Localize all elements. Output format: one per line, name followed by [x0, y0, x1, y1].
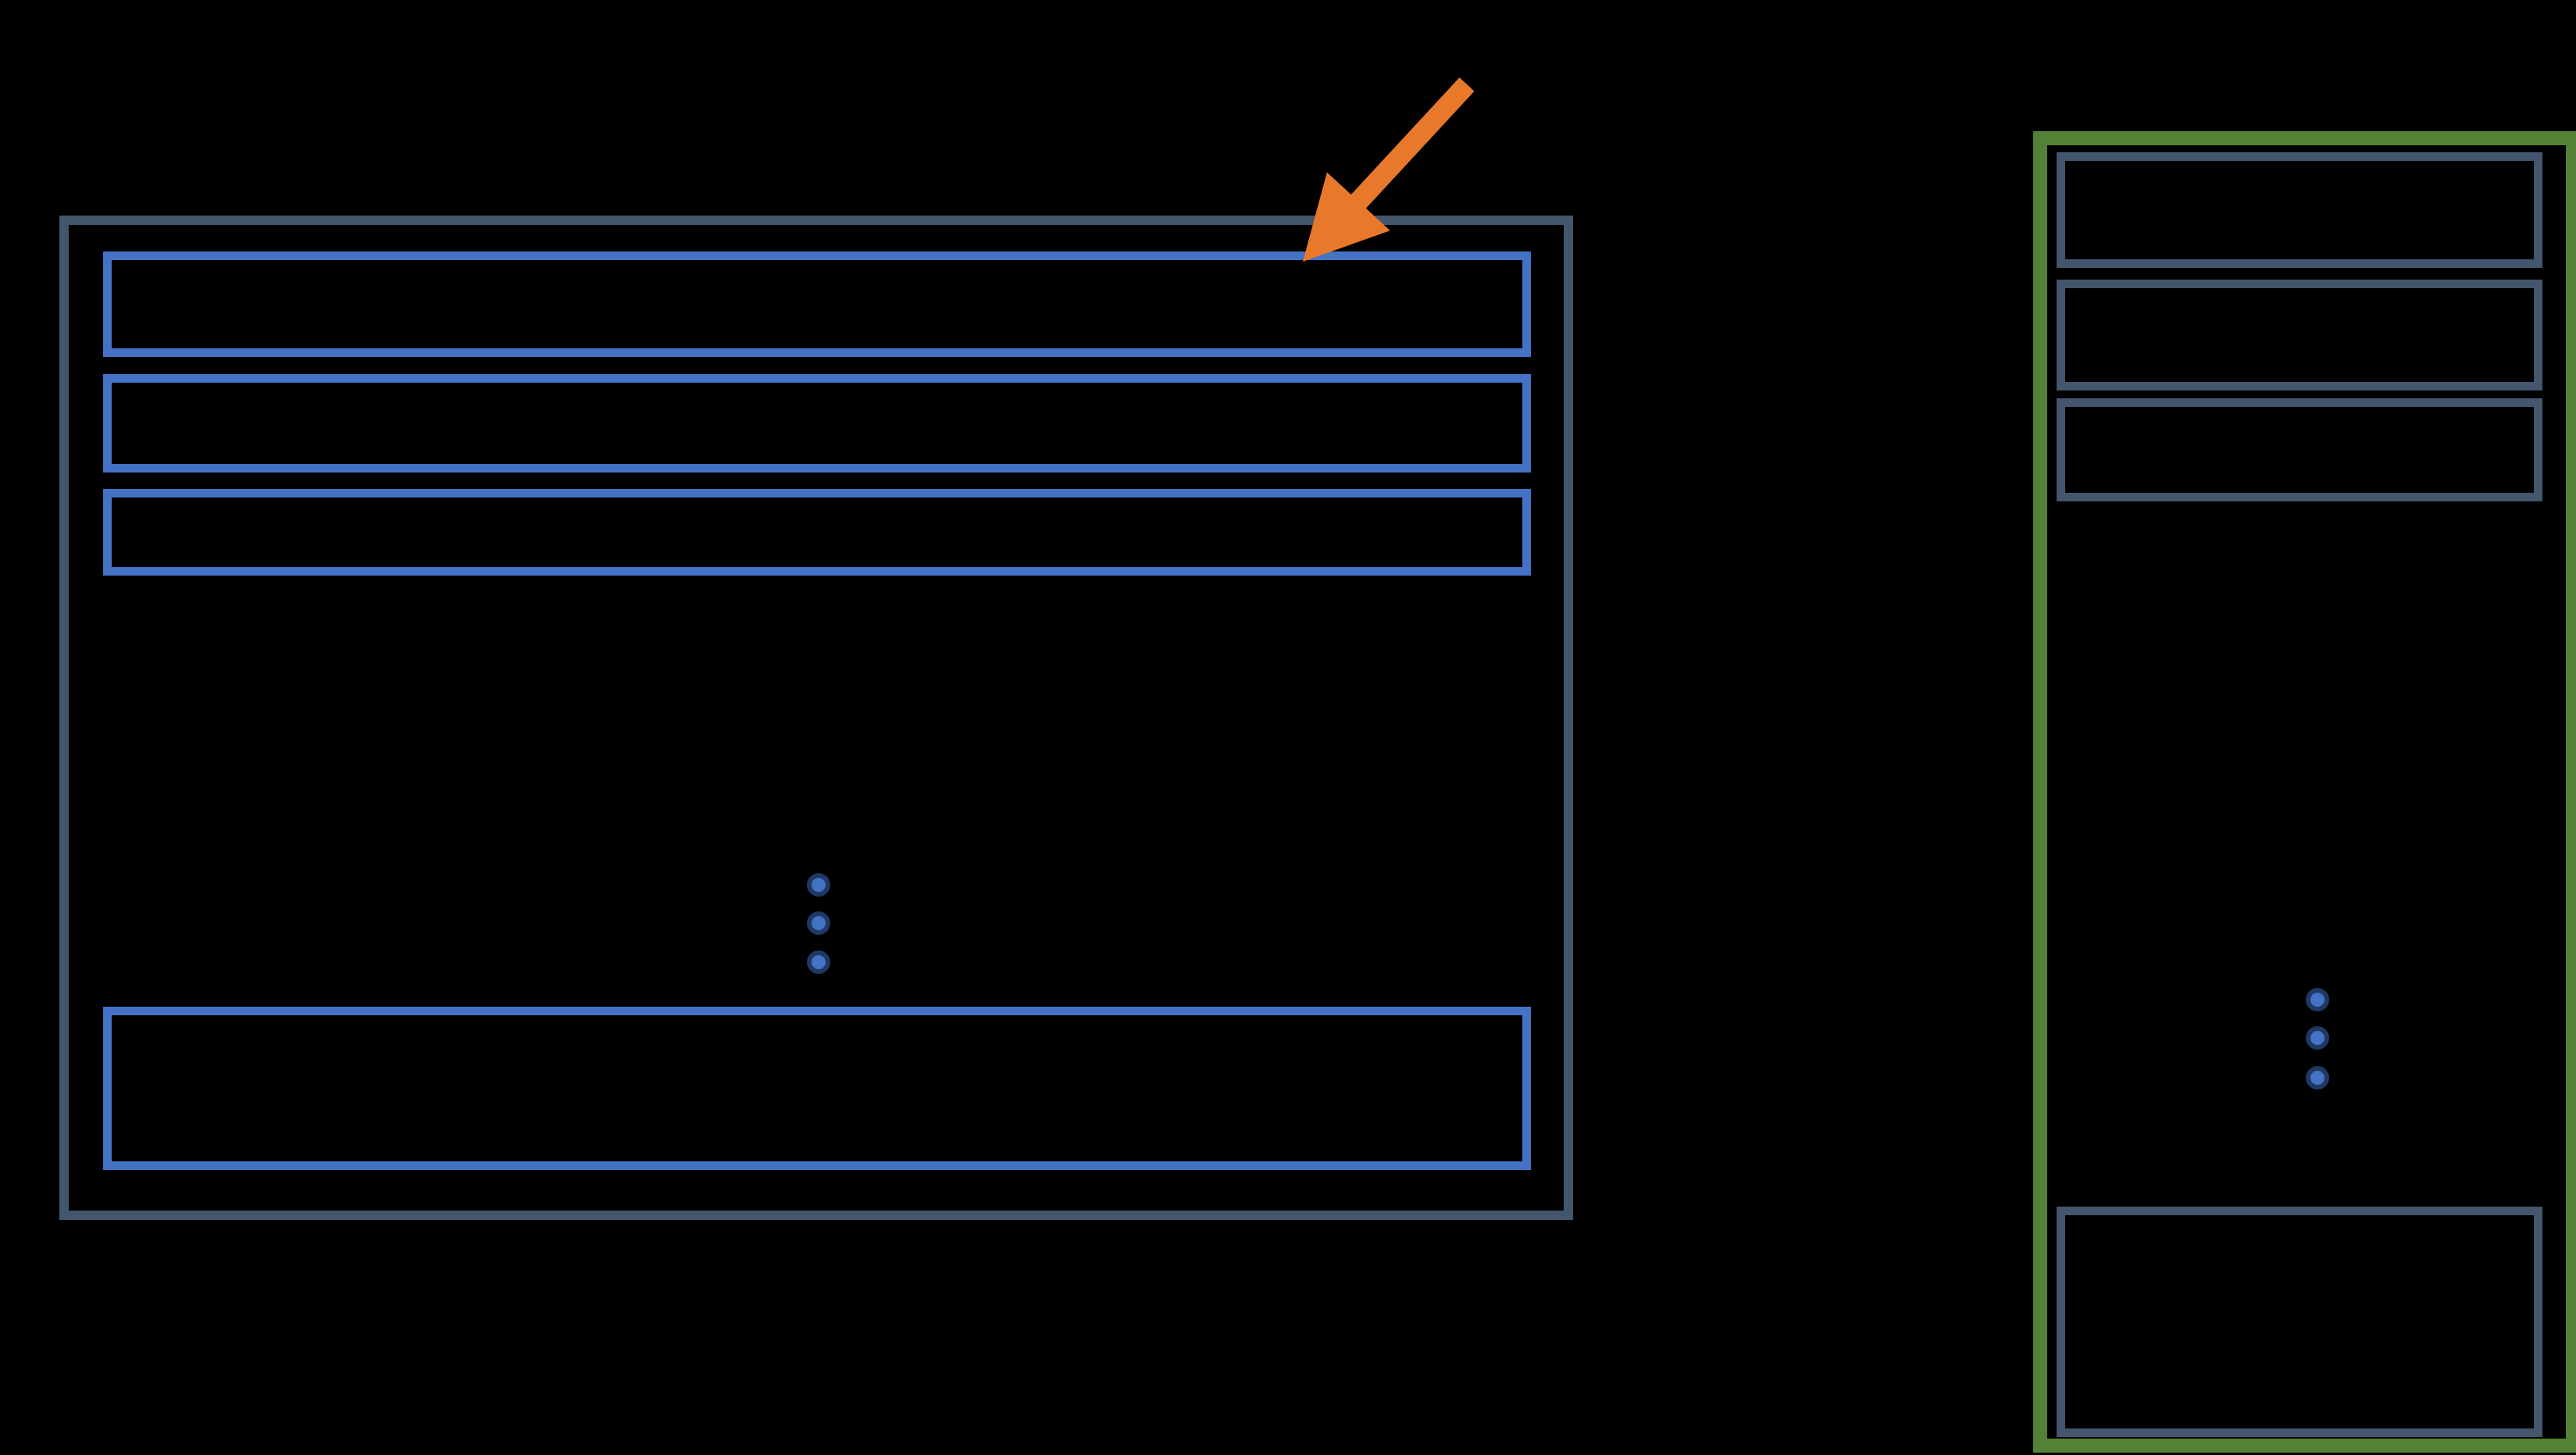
- ellipsis-dot: [807, 950, 830, 974]
- left-group-vertical-ellipsis-icon: [807, 873, 830, 974]
- right-group-item-1[interactable]: [2057, 152, 2542, 268]
- right-group-container[interactable]: [2033, 131, 2576, 1453]
- left-group-item-3[interactable]: [103, 489, 1531, 576]
- ellipsis-dot: [2306, 988, 2329, 1011]
- left-group-item-2[interactable]: [103, 374, 1531, 473]
- ellipsis-dot: [2306, 1066, 2329, 1089]
- right-group-vertical-ellipsis-icon: [2306, 988, 2329, 1089]
- right-group-item-last[interactable]: [2057, 1207, 2542, 1437]
- right-group-item-3[interactable]: [2057, 398, 2542, 501]
- ellipsis-dot: [2306, 1026, 2329, 1050]
- left-group-container[interactable]: [59, 216, 1573, 1220]
- left-group-item-1[interactable]: [103, 251, 1531, 357]
- left-group-item-last[interactable]: [103, 1007, 1531, 1170]
- ellipsis-dot: [807, 911, 830, 935]
- ellipsis-dot: [807, 873, 830, 897]
- right-group-item-2[interactable]: [2057, 280, 2542, 390]
